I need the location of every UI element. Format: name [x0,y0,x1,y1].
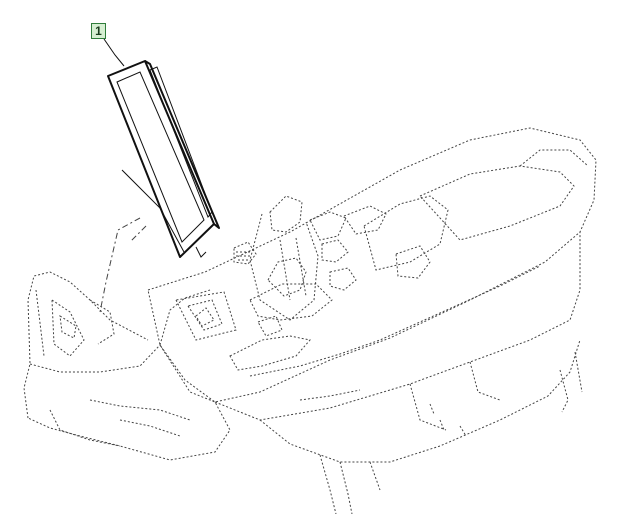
callout-leader-line [103,38,125,67]
callout-label-1[interactable]: 1 [91,23,106,39]
console-assembly [23,127,597,514]
mounting-leaders [99,217,147,313]
display-unit[interactable] [107,60,220,258]
